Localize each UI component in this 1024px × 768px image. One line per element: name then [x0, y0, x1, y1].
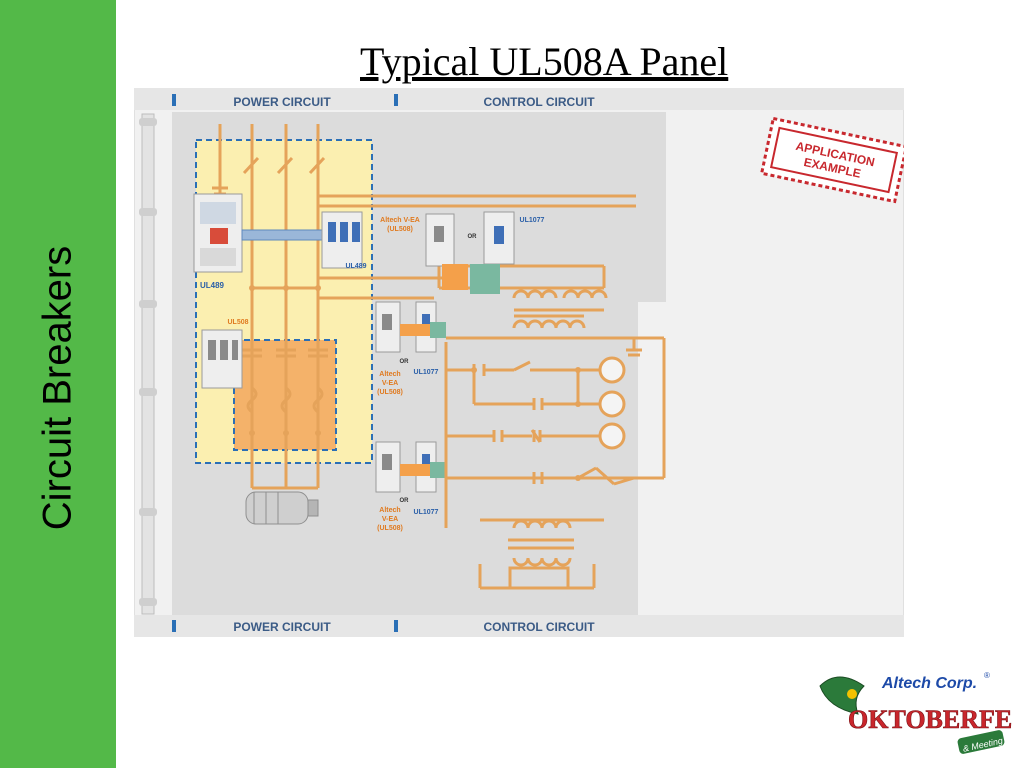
header-power-circuit: POWER CIRCUIT [233, 95, 331, 109]
pilot-lamps [598, 356, 626, 450]
horn-icon [819, 676, 865, 715]
transformer-top [512, 289, 608, 312]
starter-ul508 [201, 329, 243, 389]
label-altech-mid-2: V-EA [382, 380, 398, 387]
sidebar: Circuit Breakers [0, 0, 116, 768]
label-ul1077-mid: UL1077 [414, 369, 439, 376]
header-control-circuit: CONTROL CIRCUIT [483, 95, 595, 109]
control-breaker-bottom [375, 441, 446, 493]
din-rail [141, 113, 155, 615]
label-altech-bot-3: (UL508) [377, 525, 403, 532]
footer-power-circuit: POWER CIRCUIT [233, 620, 331, 634]
motor-icon [245, 491, 319, 525]
label-or-top: OR [468, 234, 478, 240]
busbar [241, 229, 323, 241]
altech-oktoberfest-logo: Altech Corp. ® OKTOBERFEST & Meeting [819, 671, 1012, 754]
footer-control-circuit: CONTROL CIRCUIT [483, 620, 595, 634]
main-breaker-ul489 [193, 193, 243, 273]
branch-breaker-ul489 [321, 211, 363, 269]
panel-diagram: POWER CIRCUIT CONTROL CIRCUIT POWER CIRC… [134, 88, 904, 637]
label-ul1077-bot: UL1077 [414, 509, 439, 516]
logo-brand: Altech Corp. [881, 675, 977, 692]
label-or-bot: OR [400, 498, 410, 504]
label-ul508: UL508 [227, 319, 248, 326]
slide-title: Typical UL508A Panel [360, 39, 729, 84]
label-ul489-main: UL489 [200, 281, 225, 290]
label-altech-mid-1: Altech [379, 371, 400, 378]
label-altech-top-1: Altech V-EA [380, 217, 420, 224]
power-wiring [212, 124, 636, 490]
label-ul489-branch: UL489 [345, 263, 366, 270]
control-breaker-mid [375, 301, 446, 353]
control-breaker-top [425, 211, 515, 294]
contactor-contacts [242, 348, 328, 414]
label-altech-bot-2: V-EA [382, 516, 398, 523]
label-or-mid: OR [400, 359, 410, 365]
label-altech-mid-3: (UL508) [377, 389, 403, 396]
label-altech-bot-1: Altech [379, 507, 400, 514]
logo-registered: ® [984, 671, 990, 680]
application-stamp: APPLICATION EXAMPLE [759, 116, 904, 204]
logo-event: OKTOBERFEST [848, 705, 1012, 734]
label-altech-top-2: (UL508) [387, 226, 413, 233]
sidebar-label: Circuit Breakers [35, 245, 80, 531]
label-ul1077-top: UL1077 [520, 217, 545, 224]
